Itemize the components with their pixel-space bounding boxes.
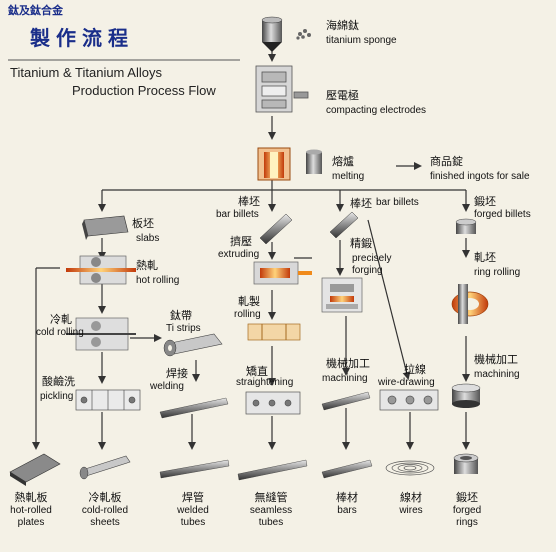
straightening-zh: 矯直: [246, 365, 268, 378]
bar-billets-en: bar billets: [216, 209, 259, 220]
product-en1: bars: [337, 505, 357, 516]
melting-zh: 熔爐: [332, 155, 354, 168]
welding-en: welding: [150, 381, 184, 392]
product-en1: cold-rolled: [81, 505, 129, 516]
forged-billets-en: forged billets: [474, 209, 531, 220]
product-zh: 棒材: [336, 491, 358, 504]
precise-forging-zh: 精鍛: [350, 237, 372, 250]
hot-rolling-mill-icon: [66, 255, 136, 285]
hot-rolling-en: hot rolling: [136, 275, 180, 286]
ingots-zh: 商品錠: [430, 155, 463, 168]
product-hot-rolled-plates-icon: [9, 453, 61, 486]
product-en2: tubes: [258, 517, 284, 528]
rolling-zh: 軋製: [238, 295, 260, 308]
corner-label: 鈦及鈦合金: [8, 4, 63, 17]
cold-rolling-zh: 冷軋: [50, 313, 72, 326]
precise-forging-en2: forging: [352, 265, 383, 276]
melting-furnace-icon: [257, 147, 322, 181]
straightening-en: straightening: [236, 377, 294, 388]
straightening-machine-icon: [245, 391, 301, 415]
pickling-en: pickling: [40, 391, 74, 402]
title-en-line2: Production Process Flow: [72, 83, 216, 98]
bar-billet-icon: [259, 213, 293, 245]
compacting-press-icon: [255, 65, 309, 113]
machined-bar-icon: [321, 391, 371, 411]
machining2-zh: 機械加工: [474, 353, 518, 366]
product-wires-icon: [385, 460, 435, 476]
machining-ring-icon: [451, 383, 481, 408]
wire-drawing-zh: 拉線: [404, 363, 426, 376]
bar-billet2-icon: [329, 211, 359, 239]
cold-rolling-mill-icon: [66, 317, 136, 351]
product-en2: tubes: [180, 517, 206, 528]
extruder-icon: [253, 261, 312, 285]
product-en2: plates: [17, 517, 45, 528]
ingots-en: finished ingots for sale: [430, 171, 530, 182]
precise-forging-en1: precisely: [352, 253, 392, 264]
bar-billets-zh: 棒坯: [238, 195, 260, 208]
forged-billet-icon: [455, 218, 477, 234]
welding-zh: 焊接: [166, 367, 188, 380]
wire-drawing-machine-icon: [379, 389, 439, 411]
sponge-zh: 海綿鈦: [326, 19, 359, 32]
slabs-zh: 板坯: [132, 217, 154, 230]
product-en1: forged: [452, 505, 482, 516]
hot-rolling-zh: 熱軋: [136, 259, 158, 272]
product-seamless-tubes-icon: [237, 459, 308, 481]
product-en1: hot-rolled: [10, 505, 52, 516]
page-title: 製作流程: [30, 26, 134, 50]
product-bars-icon: [321, 459, 373, 479]
extruding-en: extruding: [218, 249, 260, 260]
ring-rolling-zh: 軋坯: [474, 251, 496, 264]
electrodes-zh: 壓電極: [326, 89, 359, 102]
ti-strips-zh: 鈦帶: [170, 309, 192, 322]
forged-billets-zh: 鍛坯: [474, 195, 496, 208]
bar-billets2-zh: 棒坯: [350, 197, 372, 210]
sponge-granules-icon: [296, 29, 311, 40]
slabs-icon: [82, 215, 129, 240]
product-zh: 無縫管: [254, 491, 288, 504]
product-zh: 熱軋板: [14, 491, 48, 504]
slabs-en: slabs: [136, 233, 160, 244]
product-zh: 焊管: [182, 491, 204, 504]
product-zh: 冷軋板: [88, 491, 122, 504]
product-en1: welded: [177, 505, 209, 516]
product-en2: rings: [456, 517, 478, 528]
extruding-zh: 擠壓: [230, 235, 252, 248]
product-en1: wires: [399, 505, 423, 516]
product-en2: sheets: [90, 517, 120, 528]
wire-drawing-en: wire-drawing: [378, 377, 435, 388]
product-zh: 線材: [400, 491, 422, 504]
product-forged-rings-icon: [453, 453, 479, 474]
cold-rolling-en: cold rolling: [36, 327, 84, 338]
pickling-line-icon: [75, 389, 141, 411]
bar-billets2-en: bar billets: [376, 197, 419, 208]
product-welded-tubes-icon: [159, 459, 230, 479]
product-en1: seamless: [249, 505, 293, 516]
ti-strips-coil-icon: [163, 333, 223, 357]
sponge-cylinder-icon: [261, 16, 283, 52]
machining1-en: machining: [322, 373, 368, 384]
electrodes-en: compacting electrodes: [326, 105, 427, 116]
ti-strips-en: Ti strips: [166, 323, 201, 334]
machining2-en: machining: [474, 369, 520, 380]
title-en-line1: Titanium & Titanium Alloys: [10, 65, 162, 80]
pickling-zh: 酸鹼洗: [42, 375, 75, 388]
product-zh: 鍛坯: [456, 491, 478, 504]
melting-en: melting: [332, 171, 365, 182]
rolling-en: rolling: [234, 309, 261, 320]
sponge-en: titanium sponge: [326, 35, 397, 46]
machining1-zh: 機械加工: [326, 357, 370, 370]
forging-press-icon: [321, 277, 363, 313]
product-cold-rolled-sheets-icon: [79, 455, 131, 480]
ring-rolling-icon: [451, 284, 489, 324]
ring-rolling-en: ring rolling: [474, 267, 521, 278]
welded-tube-icon: [159, 397, 229, 419]
tube-rolling-icon: [247, 323, 301, 341]
